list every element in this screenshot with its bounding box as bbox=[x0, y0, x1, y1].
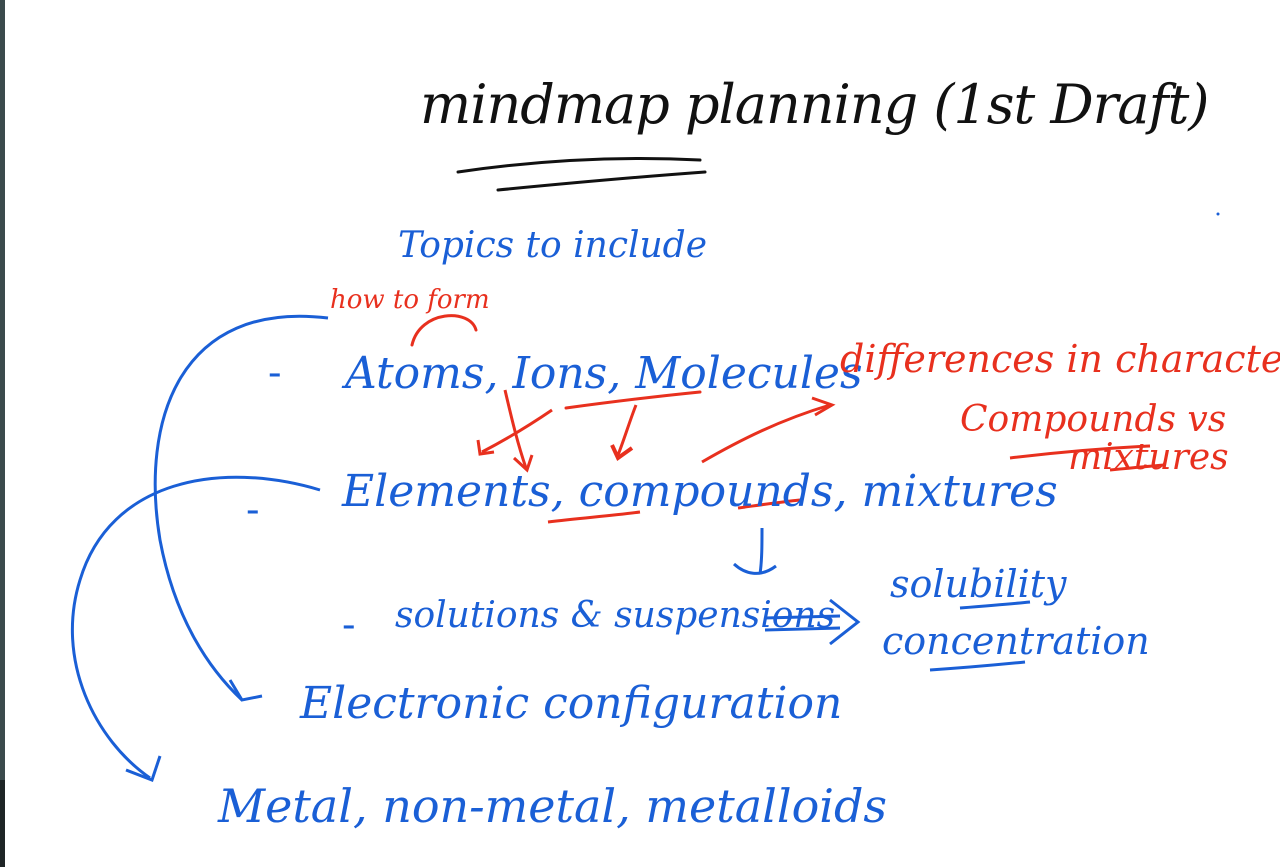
side-mixtures-underline bbox=[1109, 463, 1166, 472]
item-metal-nonmetal-metalloids: Metal, non-metal, metalloids bbox=[218, 779, 888, 833]
concentration-underline bbox=[929, 660, 1026, 672]
concentration-note: concentration bbox=[882, 619, 1150, 663]
double-arrow-line-1 bbox=[764, 614, 841, 620]
differences-note-line-2: Compounds vs bbox=[960, 399, 1227, 440]
arrowhead-electronic bbox=[228, 679, 263, 702]
curve-atoms-to-electronic bbox=[153, 314, 329, 702]
form-arc bbox=[410, 314, 478, 347]
page-title: mindmap planning (1st Draft) bbox=[420, 73, 1209, 136]
bullet-dash-3: - bbox=[342, 602, 356, 648]
arrow-to-elements bbox=[481, 408, 553, 454]
mixtures-underline bbox=[737, 498, 801, 510]
double-arrow-head bbox=[829, 598, 861, 646]
item-electronic-configuration: Electronic configuration bbox=[300, 678, 843, 729]
arrowhead-3 bbox=[610, 444, 634, 462]
curve-elements-to-metal bbox=[70, 475, 321, 780]
how-to-form-annotation: how to form bbox=[330, 285, 490, 315]
arrowhead-2 bbox=[476, 439, 495, 456]
arrowhead-down bbox=[732, 562, 777, 575]
side-compounds-underline bbox=[1009, 444, 1151, 460]
double-arrow-line-2 bbox=[764, 626, 841, 632]
arrowhead-diff bbox=[811, 396, 836, 417]
left-window-edge bbox=[0, 0, 5, 867]
arrow-to-differences bbox=[701, 403, 831, 464]
arrow-molecules-to-compounds bbox=[616, 404, 638, 456]
arrow-ions-to-compounds bbox=[503, 389, 528, 469]
arrowhead-metal bbox=[125, 755, 162, 782]
bullet-dash-2: - bbox=[246, 487, 260, 533]
title-underline-2 bbox=[496, 170, 707, 192]
title-underline-1 bbox=[456, 157, 702, 174]
stray-dot bbox=[1216, 212, 1220, 216]
item-solutions-suspensions: solutions & suspensions bbox=[395, 595, 836, 636]
solubility-underline bbox=[959, 600, 1031, 610]
differences-note-line-3: mixtures bbox=[1068, 437, 1229, 478]
topics-heading: Topics to include bbox=[398, 225, 708, 266]
arrow-mixtures-down bbox=[758, 527, 764, 575]
solubility-note: solubility bbox=[890, 562, 1067, 606]
arrowhead-1 bbox=[512, 454, 534, 473]
compounds-underline bbox=[547, 510, 641, 524]
left-window-edge-dark bbox=[0, 780, 5, 867]
item-atoms-ions-molecules: Atoms, Ions, Molecules bbox=[345, 348, 863, 399]
item-elements-compounds-mixtures: Elements, compounds, mixtures bbox=[342, 466, 1058, 517]
differences-note-line-1: differences in characteristics bbox=[840, 337, 1280, 381]
molecules-underline bbox=[564, 390, 702, 410]
bullet-dash-1: - bbox=[268, 350, 282, 396]
